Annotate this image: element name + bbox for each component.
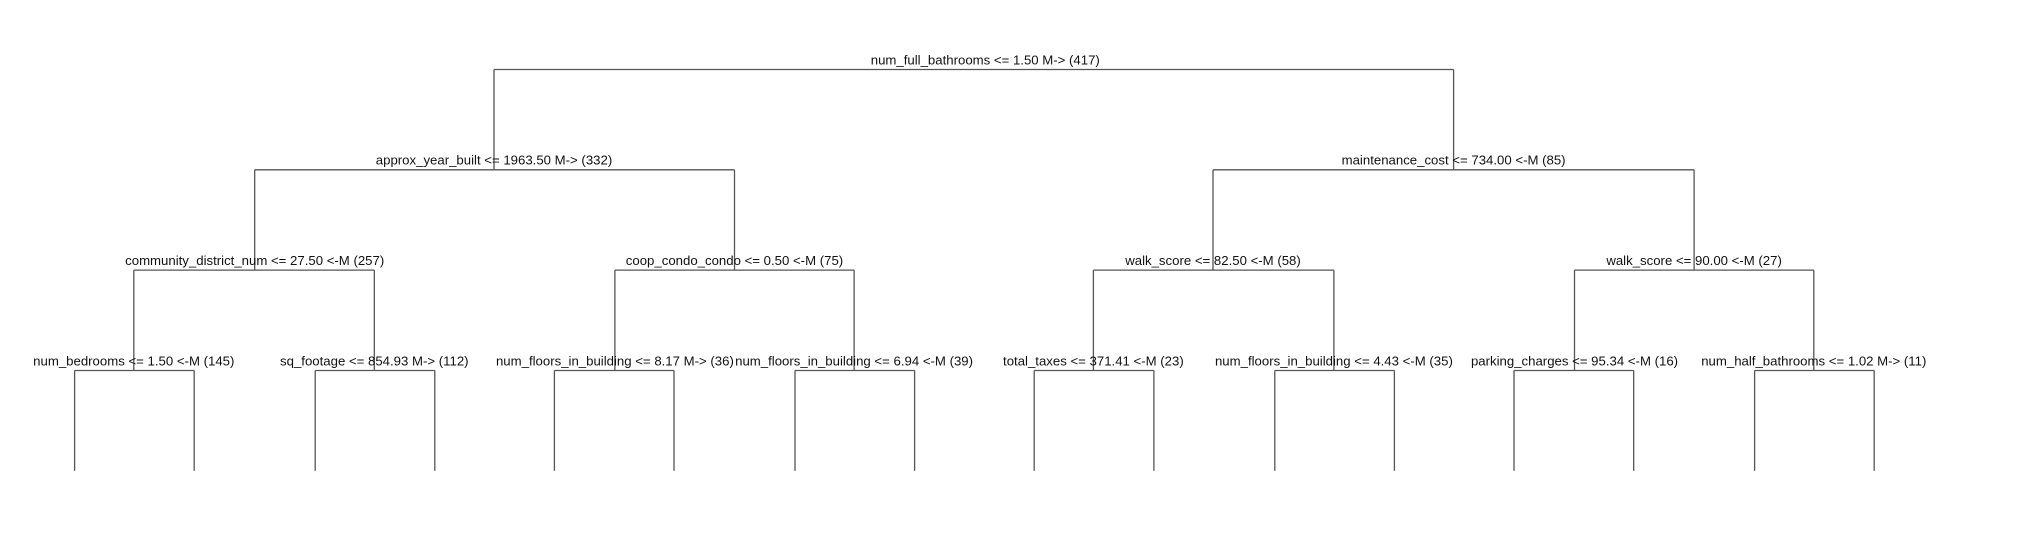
node-label-lr: coop_condo_condo <= 0.50 <-M (75) bbox=[626, 253, 843, 268]
node-label-rl: walk_score <= 82.50 <-M (58) bbox=[1124, 253, 1301, 268]
node-label-lrl: num_floors_in_building <= 8.17 M-> (36) bbox=[496, 353, 734, 368]
node-label-rr: walk_score <= 90.00 <-M (27) bbox=[1605, 253, 1782, 268]
node-label-r: maintenance_cost <= 734.00 <-M (85) bbox=[1342, 153, 1566, 168]
node-label-root: num_full_bathrooms <= 1.50 M-> (417) bbox=[871, 52, 1100, 67]
node-label-lll: num_bedrooms <= 1.50 <-M (145) bbox=[33, 353, 234, 368]
node-label-llr: sq_footage <= 854.93 M-> (112) bbox=[280, 353, 469, 368]
node-label-rrr: num_half_bathrooms <= 1.02 M-> (11) bbox=[1701, 353, 1926, 368]
node-label-ll: community_district_num <= 27.50 <-M (257… bbox=[125, 253, 384, 268]
node-label-lrr: num_floors_in_building <= 6.94 <-M (39) bbox=[735, 353, 973, 368]
tree-node-labels: num_full_bathrooms <= 1.50 M-> (417) app… bbox=[33, 52, 1926, 368]
tree-edges bbox=[73, 68, 1875, 471]
node-label-rrl: parking_charges <= 95.34 <-M (16) bbox=[1471, 353, 1678, 368]
node-label-rll: total_taxes <= 371.41 <-M (23) bbox=[1003, 353, 1184, 368]
node-label-rlr: num_floors_in_building <= 4.43 <-M (35) bbox=[1215, 353, 1453, 368]
node-label-l: approx_year_built <= 1963.50 M-> (332) bbox=[376, 153, 612, 168]
